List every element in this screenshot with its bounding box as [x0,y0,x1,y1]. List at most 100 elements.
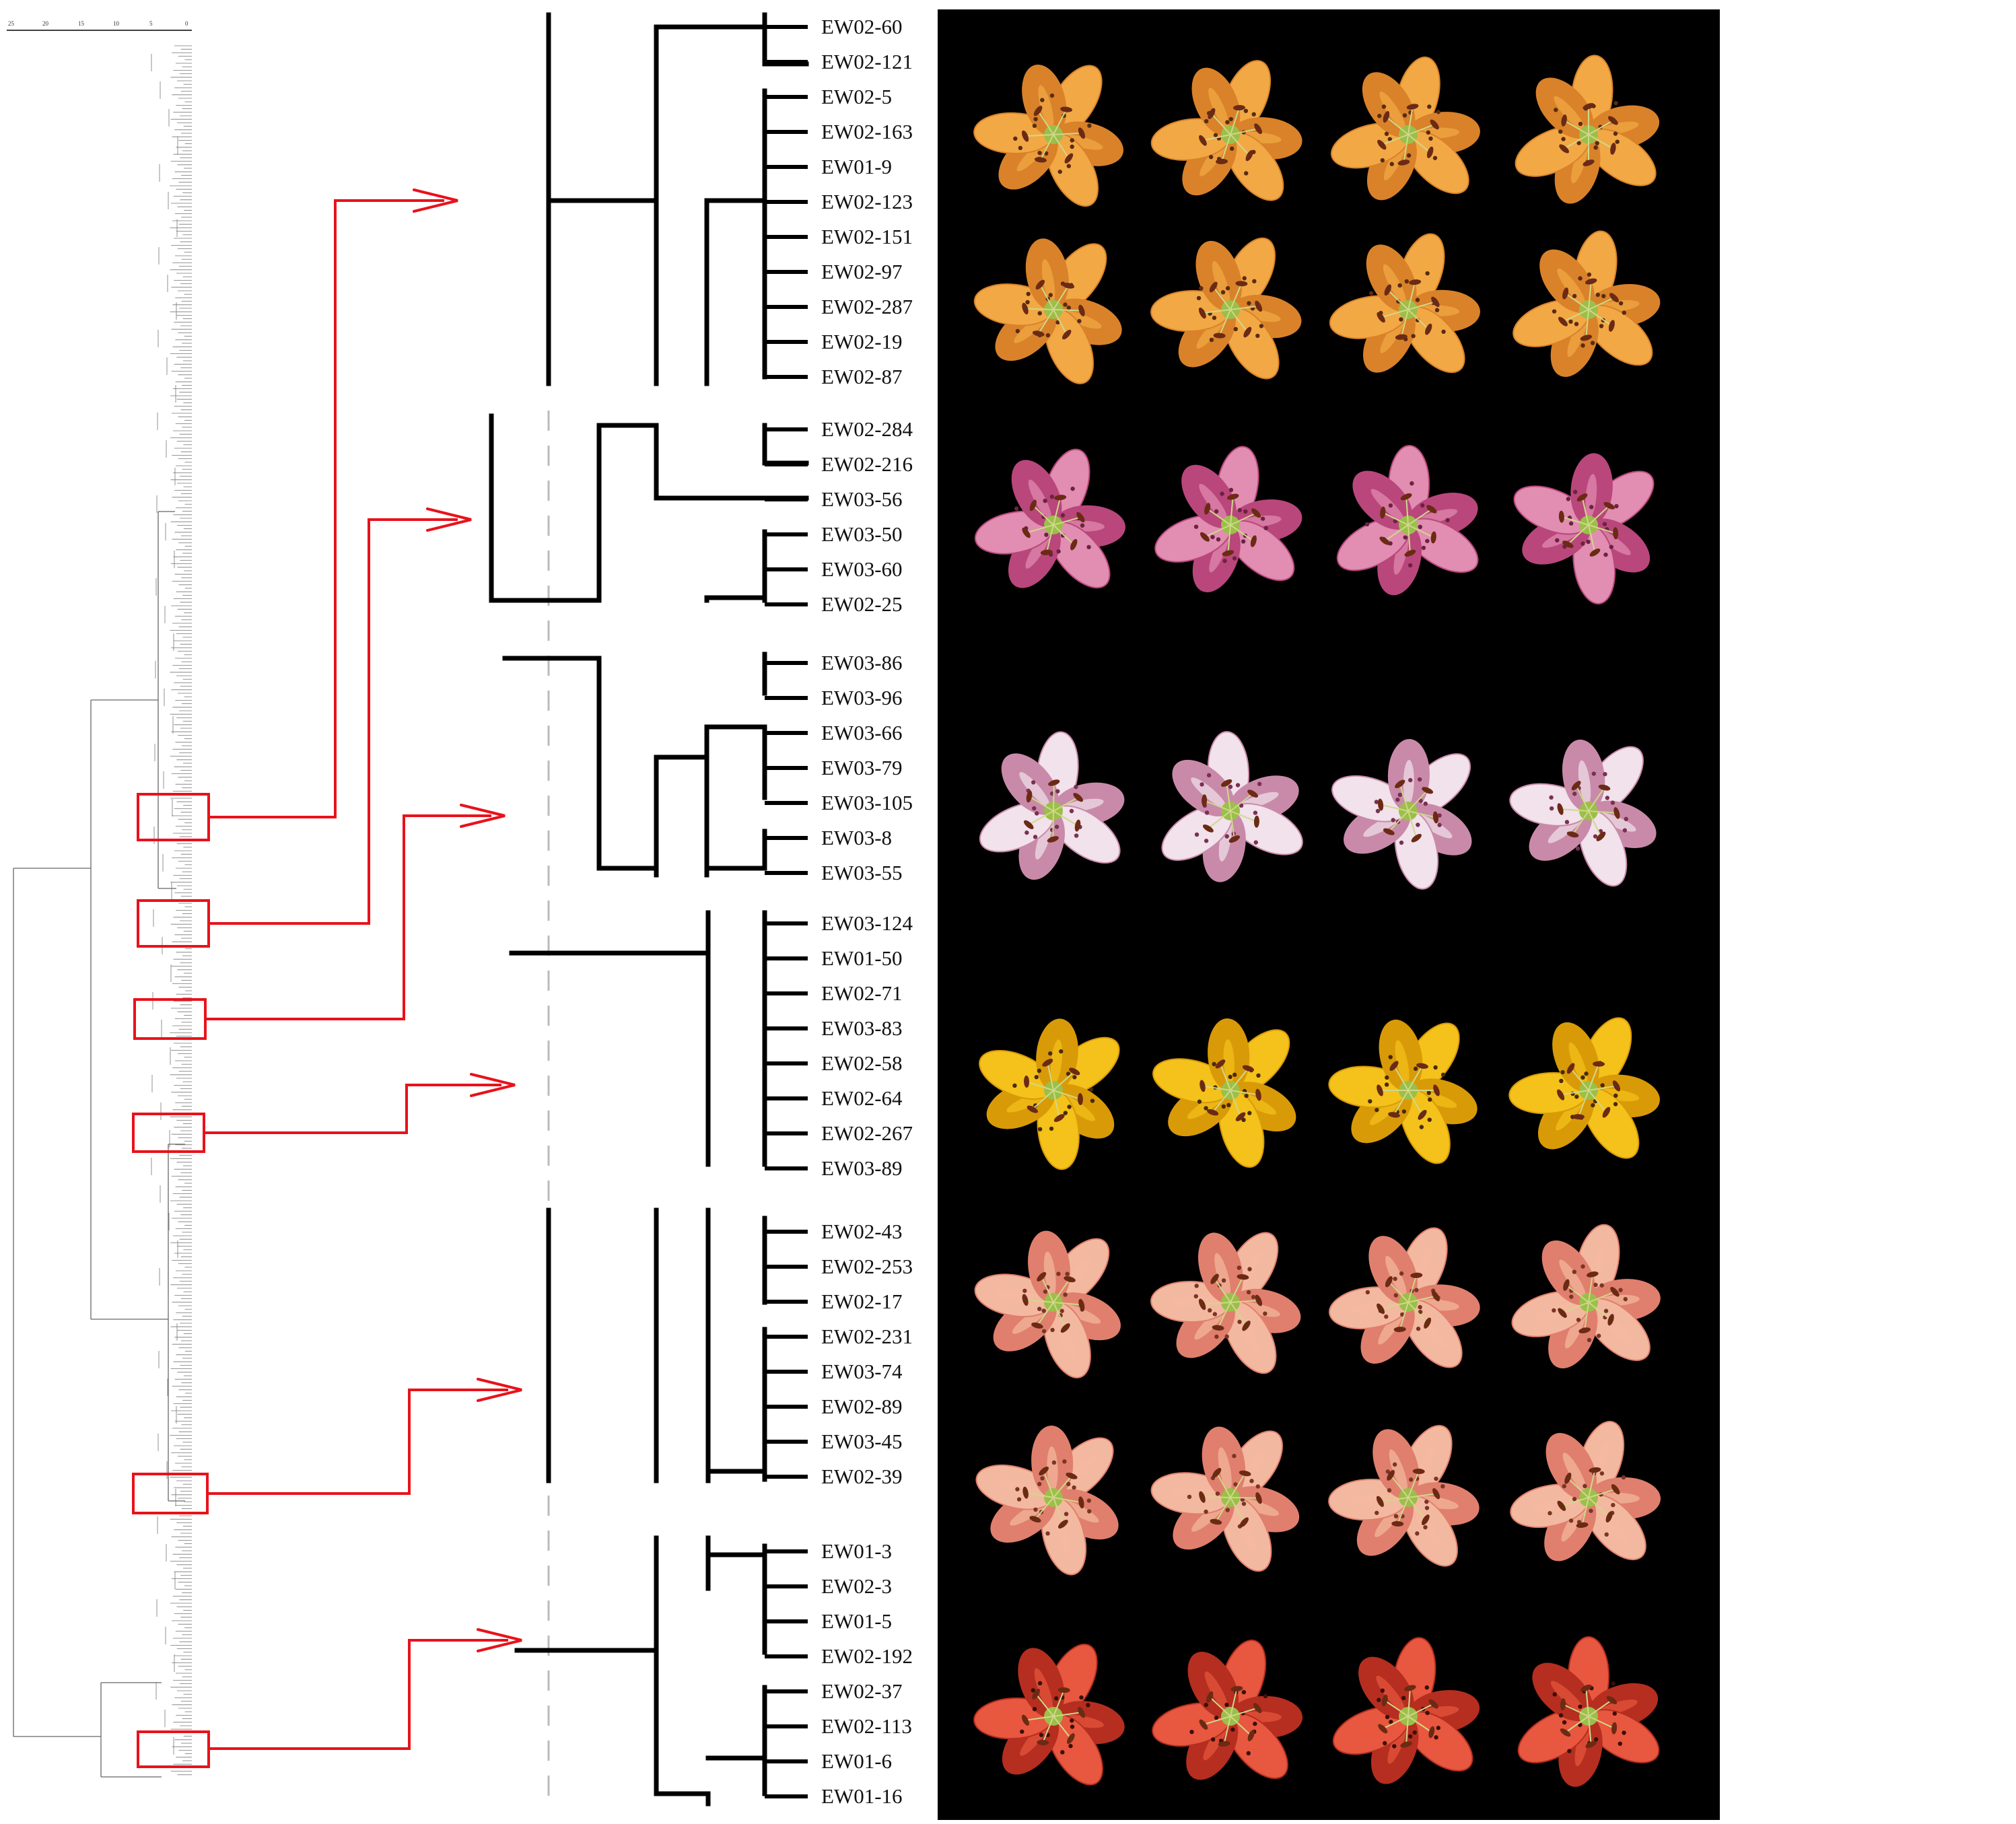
lily-spot [1025,300,1030,305]
lily-stamen [1202,1302,1231,1305]
lily-spot [1037,1481,1042,1487]
lily-stamen [1581,1497,1589,1526]
lily-spot [1385,1075,1389,1080]
lily-spot [1210,534,1215,540]
lily-spot [1204,839,1209,843]
lily-spot [1212,1312,1218,1317]
lily-spot [1022,1288,1027,1293]
lily-spot [1401,1109,1407,1114]
lily-spot [1586,539,1591,545]
lily-spot [1407,1734,1413,1739]
lily-stamen [1567,1477,1589,1498]
lily-spot [1216,537,1221,542]
lily-flower [1517,1636,1660,1787]
lily-spot [1412,1730,1417,1735]
group-count-yellow: n=43 [1747,1064,1831,1104]
lily-anther [1611,1722,1618,1734]
lily-stamen [1203,1716,1231,1726]
lily-spot [1194,1284,1199,1288]
lily-stamen [1217,1302,1231,1329]
lily-spot [1045,1531,1050,1536]
lily-flower [1508,1017,1660,1159]
lily-spot [1613,1102,1618,1107]
leaf-label: EW02-39 [821,1465,903,1488]
lily-spot [1090,1098,1095,1103]
lily-spot [1611,1502,1615,1508]
group-label-orange-red: Orange-red [1747,1683,1957,1724]
arrowhead [413,188,458,213]
lily-spot [1079,1695,1084,1700]
flower-layer [973,55,1661,1787]
lily-anther [1230,1685,1243,1692]
lily-flower [973,65,1123,207]
lily-spot [1015,1487,1020,1492]
scale-tick-label: 10 [113,20,120,27]
lily-spot [1425,271,1430,276]
lily-petal-midrib [1038,85,1054,129]
lily-anther [1610,143,1616,155]
lily-spot [1559,1078,1564,1084]
lily-spot [1397,283,1402,288]
lily-anther [1580,1684,1592,1692]
lily-petal-midrib [1383,264,1406,304]
lily-anther [1608,116,1618,125]
lily-anther [1250,535,1257,547]
lily-petal-midrib [998,1065,1047,1089]
lily-spot [1393,1293,1399,1298]
lily-stamen [1207,508,1231,526]
lily-spot [1255,1484,1260,1489]
lily-spot [1049,494,1055,499]
lily-anther [1039,1466,1049,1476]
lily-spot [1572,792,1577,796]
lily-anther [1078,1496,1084,1509]
lily-stamen [1041,1276,1054,1303]
lily-spot [1037,1068,1042,1074]
lily-stamen [1588,524,1596,553]
lily-spot [1204,1702,1208,1708]
lily-spot [1035,811,1039,816]
lily-stamen [1230,1497,1245,1523]
lily-flower [974,448,1125,589]
group-count-orange-pink: n=134 [1747,1387,1852,1428]
lily-anther [1062,283,1075,289]
lily-anther [1078,304,1085,317]
lily-spot [1263,526,1268,530]
lily-spot [1427,104,1432,109]
lily-anther [1078,1298,1085,1311]
lily-spot [1074,784,1078,790]
lily-stamen [1037,110,1054,135]
lily-stamen [1202,134,1231,141]
lily-anther [1387,1469,1395,1481]
lily-stamen [1028,810,1054,826]
lily-spot [1574,1094,1579,1099]
lily-petal-midrib [1587,531,1600,584]
lily-anther [1566,1063,1575,1074]
lily-spot [1259,324,1264,328]
lily-spot [1375,1107,1379,1113]
lily-spot [1063,1292,1068,1297]
lily-spot [1204,118,1209,124]
lily-spot [1418,1304,1422,1310]
lily-spot [1237,1265,1242,1270]
lily-petal-midrib [1413,1720,1455,1755]
lily-stamen [1585,1688,1589,1717]
lily-spot [1437,813,1442,818]
lily-spot [1224,834,1229,839]
lily-spot [1088,1087,1094,1092]
lily-spot [1613,1093,1618,1098]
lily-spot [1562,1720,1567,1725]
lily-petal-midrib [994,1712,1047,1724]
leaf-label: EW03-83 [821,1016,903,1040]
lily-spot [1572,489,1578,495]
lily-spot [1552,309,1557,314]
lily-spot [1413,1066,1418,1072]
lily-stamen [1588,1699,1612,1717]
lily-spot [1189,1730,1194,1734]
lily-spot [1059,1049,1064,1054]
lily-spot [1399,1271,1404,1276]
lily-stamen [1560,808,1589,812]
lily-anther [1583,160,1595,166]
scale-tick-label: 15 [78,20,85,27]
lily-spot [1433,1065,1438,1070]
lily-spot [1059,1308,1064,1313]
